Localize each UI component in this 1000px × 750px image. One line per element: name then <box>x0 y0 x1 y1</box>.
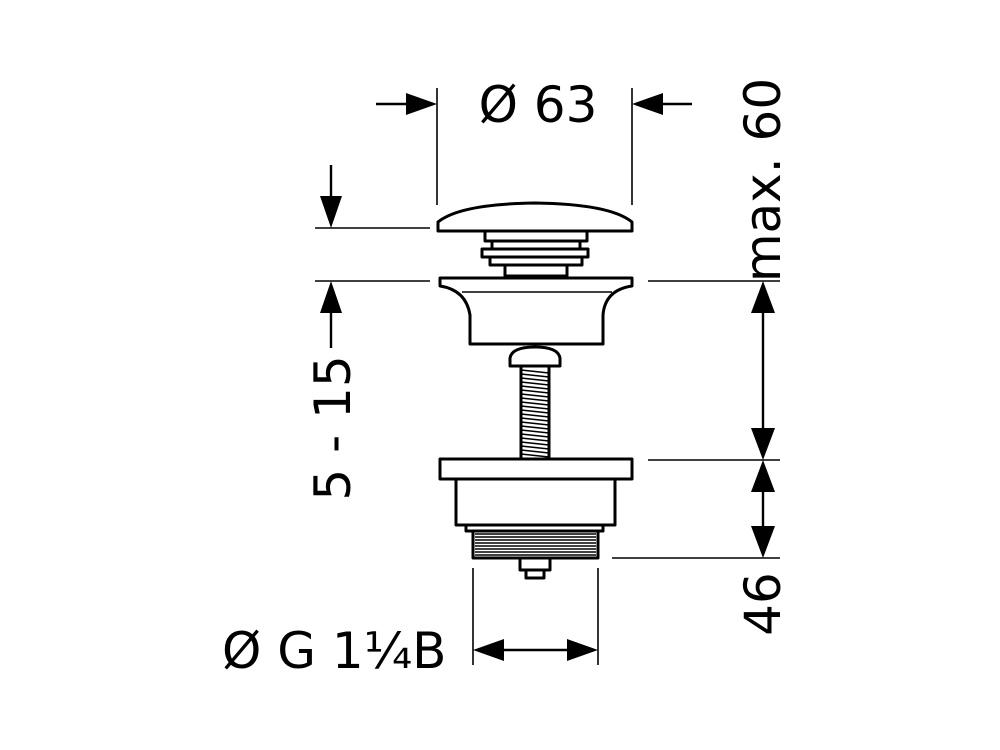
lower-body <box>438 457 634 580</box>
cap-diameter-label: Ø 63 <box>479 76 598 134</box>
extension-lines <box>315 88 780 665</box>
rod-thread-line <box>520 421 550 426</box>
rod-thread-line <box>520 449 550 454</box>
max-height-label: max. 60 <box>734 78 792 282</box>
rod-thread-line <box>520 389 550 394</box>
rod-thread-line <box>520 429 550 434</box>
dim-body-height: 46 <box>734 460 792 636</box>
rod-thread-line <box>520 425 550 430</box>
body-height-label: 46 <box>734 572 792 636</box>
dim-cap-gap <box>320 165 342 228</box>
dim-thread: Ø G 1¼B <box>222 622 598 680</box>
upper-flange <box>438 276 634 346</box>
adjust-range-label: 5 - 15 <box>304 355 362 500</box>
dim-cap-diameter: Ø 63 <box>376 76 692 134</box>
rod-thread-line <box>520 369 550 374</box>
rod-thread-line <box>520 381 550 386</box>
rod-thread-line <box>520 453 550 458</box>
rod-thread-line <box>520 397 550 402</box>
dim-max-height: max. 60 <box>734 78 792 460</box>
thread-label: Ø G 1¼B <box>222 622 446 680</box>
threaded-rod <box>508 345 562 462</box>
rod-thread-line <box>520 401 550 406</box>
rod-thread-line <box>520 445 550 450</box>
rod-thread-line <box>520 433 550 438</box>
rod-thread-line <box>520 385 550 390</box>
rod-thread-line <box>520 393 550 398</box>
rod-thread-line <box>520 441 550 446</box>
dim-adjust-range: 5 - 15 <box>304 281 362 501</box>
rod-thread-line <box>520 409 550 414</box>
stem-seal <box>480 239 590 278</box>
rod-thread-line <box>520 437 550 442</box>
rod-thread-line <box>520 417 550 422</box>
rod-thread-line <box>520 413 550 418</box>
rod-thread-line <box>520 373 550 378</box>
popup-cap <box>436 201 634 243</box>
rod-thread-line <box>520 377 550 382</box>
rod-thread-line <box>520 405 550 410</box>
